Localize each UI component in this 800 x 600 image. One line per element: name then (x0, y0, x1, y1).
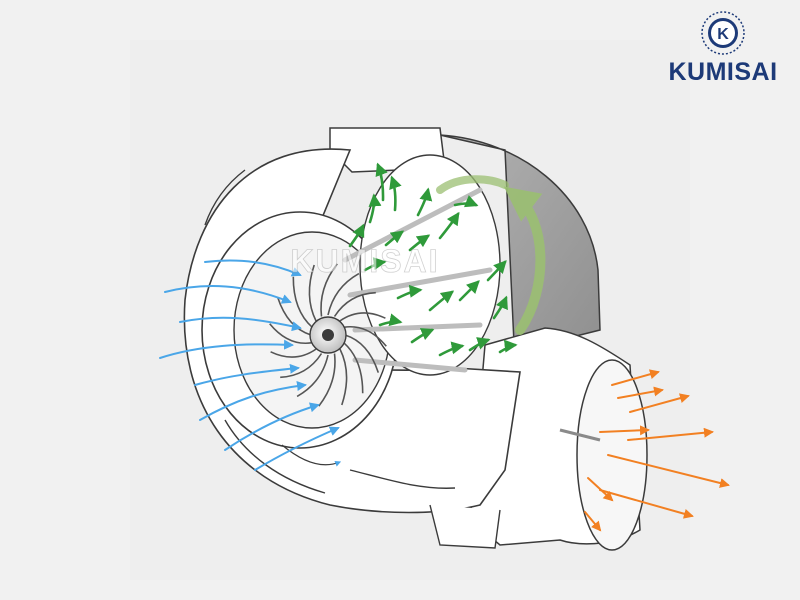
housing-curl (349, 469, 456, 489)
internal-airflow-arrow (378, 313, 403, 327)
outlet-airflow-arrow (607, 454, 730, 488)
brand-logo: K KUMISAI (668, 10, 778, 90)
impeller-rear-vanes (342, 187, 493, 373)
outlet-airflow-arrow (584, 511, 602, 532)
inlet-airflow-arrow (159, 339, 294, 359)
impeller-blade (276, 297, 312, 336)
internal-airflow-arrow (368, 193, 382, 224)
inlet-airflow-arrow (254, 426, 340, 471)
outlet-airflow-arrow (599, 489, 694, 519)
impeller-blade (343, 325, 387, 347)
swirl-lower-left (281, 444, 342, 467)
impeller-blade (333, 291, 376, 317)
impeller-blade (339, 348, 348, 406)
impeller-blade (318, 353, 336, 407)
internal-airflow-arrow (363, 257, 387, 272)
impeller-blade (320, 263, 338, 317)
impeller-blade (327, 272, 360, 316)
outlet-airflow-arrow (599, 425, 650, 436)
brand-seal-icon: K (701, 11, 745, 55)
internal-airflow-arrow (410, 328, 435, 344)
outlet-seam (559, 428, 601, 442)
internal-airflow-arrow (498, 339, 518, 354)
internal-airflow-arrow (396, 284, 423, 300)
impeller-blade (343, 342, 364, 394)
impeller-blade (280, 353, 323, 379)
watermark-text: KUMISAI (290, 243, 439, 279)
housing-rib-upper (204, 169, 246, 226)
base-flange (429, 504, 501, 549)
inlet-airflow-arrows (159, 259, 340, 471)
impeller-blade (292, 276, 313, 328)
internal-airflow-arrow (438, 211, 460, 240)
internal-airflow-arrow (428, 290, 455, 312)
inlet-airflow-arrow (199, 381, 307, 421)
internal-airflow-arrow (408, 234, 431, 252)
impeller-shaft (322, 329, 334, 341)
inlet-airflow-arrow (164, 285, 292, 304)
rotation-arrow-top (436, 175, 509, 194)
internal-airflow-arrow (348, 223, 365, 248)
impeller-blade (308, 264, 317, 322)
svg-text:K: K (717, 26, 729, 43)
internal-airflow-arrow (453, 195, 479, 208)
outlet-airflow-arrows (584, 369, 730, 532)
impeller-blade (344, 334, 380, 373)
impeller-blades (269, 263, 387, 407)
internal-airflow-arrow (438, 341, 465, 357)
inlet-airflow-arrow (194, 363, 300, 386)
internal-airflow-arrow (416, 187, 433, 217)
internal-airflow-arrow (384, 230, 405, 247)
inlet-airflow-arrow (204, 259, 302, 277)
internal-airflow-arrow (375, 162, 388, 202)
outlet-airflow-arrow (617, 386, 664, 399)
internal-airflow-arrow (458, 280, 480, 302)
internal-airflow-arrow (468, 337, 491, 352)
outlet-airflow-arrow (587, 477, 614, 502)
inlet-airflow-arrow (224, 402, 320, 451)
rotation-arrow (503, 186, 546, 335)
impeller-blade (339, 312, 386, 322)
impeller-blade (270, 348, 317, 358)
outlet-airflow-arrow (611, 369, 660, 386)
brand-name: KUMISAI (668, 58, 778, 86)
outlet-airflow-arrow (627, 427, 714, 441)
inlet-airflow-arrow (179, 316, 302, 332)
internal-airflow-arrow (492, 295, 508, 320)
internal-airflow-arrows (348, 162, 518, 357)
outlet-airflow-arrow (629, 393, 690, 413)
impeller-blade (296, 354, 329, 398)
internal-airflow-arrow (486, 260, 507, 282)
internal-airflow-arrow (389, 175, 402, 212)
